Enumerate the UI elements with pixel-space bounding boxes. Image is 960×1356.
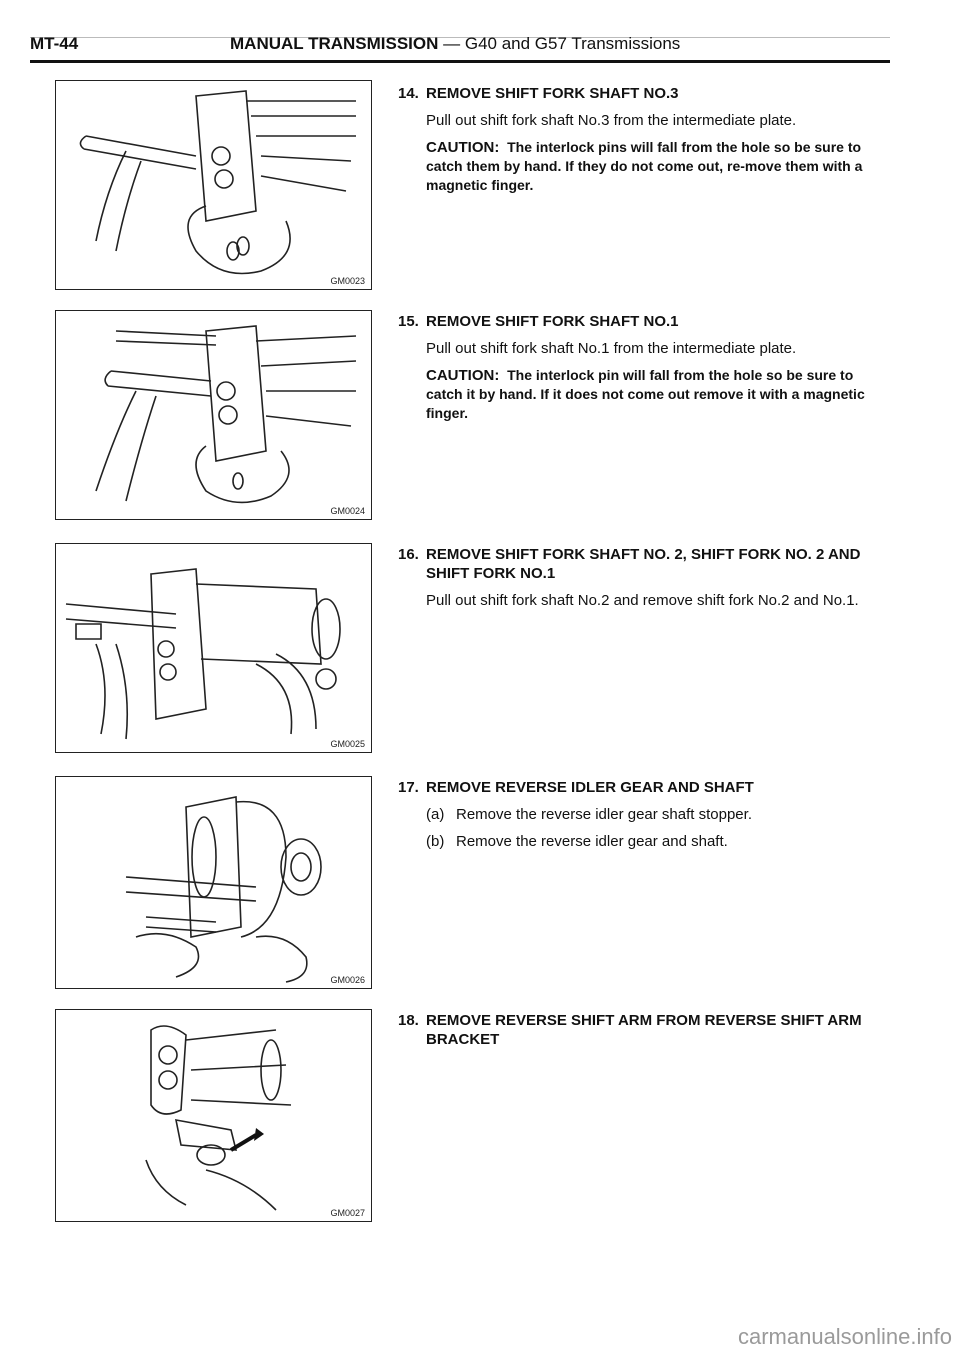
step-heading: 16. REMOVE SHIFT FORK SHAFT NO. 2, SHIFT… bbox=[398, 545, 888, 583]
step-title: REMOVE SHIFT FORK SHAFT NO.3 bbox=[426, 85, 679, 102]
page-title: MANUAL TRANSMISSION — G40 and G57 Transm… bbox=[230, 34, 680, 54]
figure-code: GM0024 bbox=[330, 506, 365, 516]
caution-text: The interlock pins will fall from the ho… bbox=[426, 139, 863, 193]
illustration-reverse-idler-gear bbox=[125, 796, 322, 983]
figure-code: GM0023 bbox=[330, 276, 365, 286]
figure-code: GM0025 bbox=[330, 739, 365, 749]
step-15: 15. REMOVE SHIFT FORK SHAFT NO.1 Pull ou… bbox=[398, 312, 888, 423]
substep-label: (a) bbox=[426, 806, 445, 823]
header-rule bbox=[30, 37, 890, 38]
step-heading: 15. REMOVE SHIFT FORK SHAFT NO.1 bbox=[398, 312, 888, 331]
step-title: REMOVE SHIFT FORK SHAFT NO. 2, SHIFT FOR… bbox=[426, 546, 861, 582]
step-text: Pull out shift fork shaft No.2 and remov… bbox=[426, 592, 859, 609]
figure-gm0026: GM0026 bbox=[55, 776, 372, 989]
substep-b: (b) Remove the reverse idler gear and sh… bbox=[426, 832, 888, 851]
caution-note: CAUTION: The interlock pin will fall fro… bbox=[426, 366, 888, 423]
illustration-shift-fork-shaft-2 bbox=[65, 568, 341, 740]
step-number: 15. bbox=[398, 313, 419, 330]
substep-a: (a) Remove the reverse idler gear shaft … bbox=[426, 805, 888, 824]
figure-gm0027: GM0027 bbox=[55, 1009, 372, 1222]
step-heading: 14. REMOVE SHIFT FORK SHAFT NO.3 bbox=[398, 84, 888, 103]
step-title: REMOVE SHIFT FORK SHAFT NO.1 bbox=[426, 313, 679, 330]
caution-label: CAUTION: bbox=[426, 139, 500, 156]
substep-text: Remove the reverse idler gear shaft stop… bbox=[456, 806, 752, 823]
title-bold: MANUAL TRANSMISSION bbox=[230, 34, 439, 53]
illustration-shift-fork-shaft-3 bbox=[79, 90, 356, 275]
step-18: 18. REMOVE REVERSE SHIFT ARM FROM REVERS… bbox=[398, 1011, 888, 1049]
illustration-reverse-shift-arm bbox=[145, 1025, 292, 1211]
step-number: 14. bbox=[398, 85, 419, 102]
step-number: 18. bbox=[398, 1012, 419, 1029]
illustration-shift-fork-shaft-1 bbox=[95, 325, 357, 504]
step-text: Pull out shift fork shaft No.3 from the … bbox=[426, 112, 797, 129]
step-title: REMOVE REVERSE IDLER GEAR AND SHAFT bbox=[426, 779, 754, 796]
step-heading: 18. REMOVE REVERSE SHIFT ARM FROM REVERS… bbox=[398, 1011, 888, 1049]
step-heading: 17. REMOVE REVERSE IDLER GEAR AND SHAFT bbox=[398, 778, 888, 797]
step-14: 14. REMOVE SHIFT FORK SHAFT NO.3 Pull ou… bbox=[398, 84, 888, 195]
figure-gm0025: GM0025 bbox=[55, 543, 372, 753]
substep-label: (b) bbox=[426, 833, 445, 850]
step-17: 17. REMOVE REVERSE IDLER GEAR AND SHAFT … bbox=[398, 778, 888, 851]
figure-code: GM0027 bbox=[330, 1208, 365, 1218]
caution-note: CAUTION: The interlock pins will fall fr… bbox=[426, 138, 888, 195]
figure-gm0023: GM0023 bbox=[55, 80, 372, 290]
page-number: MT-44 bbox=[30, 34, 79, 53]
step-number: 17. bbox=[398, 779, 419, 796]
title-rest: — G40 and G57 Transmissions bbox=[438, 34, 681, 53]
step-16: 16. REMOVE SHIFT FORK SHAFT NO. 2, SHIFT… bbox=[398, 545, 888, 610]
caution-text: The interlock pin will fall from the hol… bbox=[426, 367, 865, 421]
page-header: MT-44 MANUAL TRANSMISSION — G40 and G57 … bbox=[30, 30, 890, 63]
figure-gm0024: GM0024 bbox=[55, 310, 372, 520]
step-text: Pull out shift fork shaft No.1 from the … bbox=[426, 340, 797, 357]
watermark-text: carmanualsonline.info bbox=[737, 1324, 952, 1349]
caution-label: CAUTION: bbox=[426, 367, 500, 384]
step-number: 16. bbox=[398, 546, 419, 563]
step-title: REMOVE REVERSE SHIFT ARM FROM REVERSE SH… bbox=[426, 1012, 862, 1048]
figure-code: GM0026 bbox=[330, 975, 365, 985]
substep-text: Remove the reverse idler gear and shaft. bbox=[456, 833, 728, 850]
